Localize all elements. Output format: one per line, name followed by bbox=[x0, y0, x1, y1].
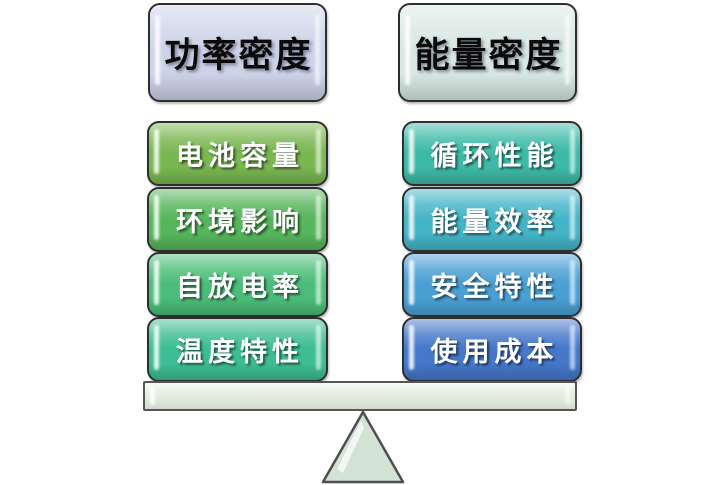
item-label: 电池容量 bbox=[176, 141, 304, 171]
right-header-box: 能量密度 bbox=[398, 3, 577, 102]
balance-beam bbox=[143, 381, 577, 411]
item-box-usage-cost: 使用成本 bbox=[402, 317, 582, 382]
item-box-energy-efficiency: 能量效率 bbox=[402, 187, 582, 252]
item-label: 温度特性 bbox=[176, 337, 304, 367]
item-box-environmental-impact: 环境影响 bbox=[147, 187, 328, 252]
item-box-temperature-characteristics: 温度特性 bbox=[147, 317, 328, 382]
item-label: 循环性能 bbox=[430, 141, 559, 171]
item-label: 使用成本 bbox=[430, 337, 559, 367]
item-box-safety-characteristics: 安全特性 bbox=[402, 252, 582, 317]
right-header-label: 能量密度 bbox=[414, 36, 563, 75]
right-shine-highlight bbox=[565, 386, 570, 405]
item-box-self-discharge-rate: 自放电率 bbox=[147, 252, 328, 317]
fulcrum-triangle bbox=[321, 410, 405, 484]
fulcrum-shape bbox=[321, 410, 405, 484]
left-header-label: 功率密度 bbox=[164, 36, 313, 75]
item-label: 自放电率 bbox=[176, 272, 304, 302]
left-shine-highlight bbox=[150, 386, 155, 405]
item-label: 能量效率 bbox=[430, 207, 559, 237]
item-box-battery-capacity: 电池容量 bbox=[147, 121, 328, 186]
gloss-highlight bbox=[145, 383, 575, 409]
item-label: 环境影响 bbox=[176, 207, 304, 237]
left-header-box: 功率密度 bbox=[148, 3, 327, 102]
item-box-cycle-performance: 循环性能 bbox=[402, 121, 582, 186]
item-label: 安全特性 bbox=[430, 272, 559, 302]
fulcrum-shine-highlight bbox=[337, 421, 364, 473]
